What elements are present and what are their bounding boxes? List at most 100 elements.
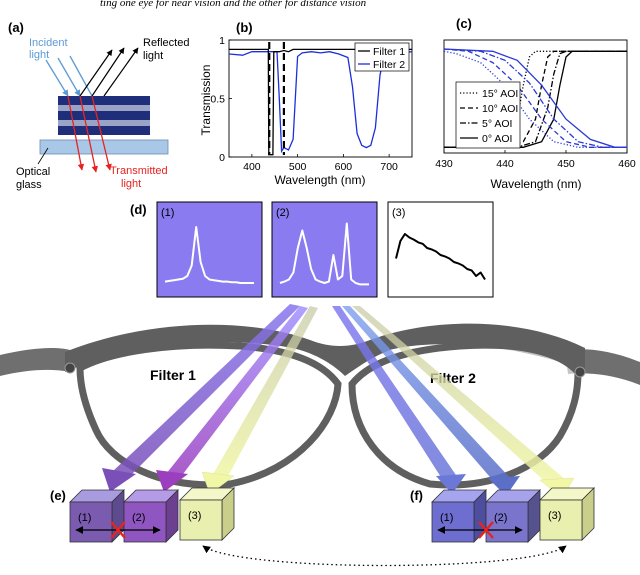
panel-e: (e) (1) (2) (3) — [50, 487, 235, 543]
panel-c-label: (c) — [456, 16, 472, 31]
aoi-line — [443, 48, 627, 148]
glasses-frame: Filter 1 Filter 2 — [0, 323, 640, 489]
incident-ray-1 — [45, 59, 69, 97]
x-mark-e — [110, 521, 126, 539]
reflected-label-1: Reflected — [143, 37, 189, 49]
arrowhead — [488, 476, 520, 496]
arrowhead — [436, 474, 466, 494]
cube-f2-label: (2) — [494, 512, 507, 524]
beam-right-2 — [342, 306, 512, 484]
cube-f3-label: (3) — [548, 510, 561, 522]
transmitted-ray-1 — [67, 95, 85, 171]
layer — [58, 96, 150, 105]
legend-filter2-label: Filter 2 — [373, 59, 405, 71]
legend-filter1-label: Filter 1 — [373, 46, 405, 58]
panel-d: (d) (1) (2) (3) — [130, 201, 494, 298]
plot-b-area: 400 500 600 700 0 0.5 1 — [210, 35, 413, 173]
spectrum-box-2 — [271, 201, 378, 298]
panel-f-label: (f) — [410, 488, 423, 503]
arrowhead — [102, 468, 136, 492]
y-tick-label: 0 — [219, 152, 225, 164]
spectrum-label-2: (2) — [276, 207, 289, 219]
x-tick-label: 400 — [243, 161, 261, 173]
cube-f3: (3) — [539, 487, 595, 541]
plot-c-frame — [443, 39, 628, 154]
reflected-label-2: light — [143, 50, 163, 62]
beam-right-3 — [352, 306, 566, 486]
cube-f1-label: (1) — [440, 512, 453, 524]
caption-fragment: ting one eye for near vision and the oth… — [100, 0, 367, 9]
layer — [58, 120, 150, 126]
glasses-frame-body — [65, 323, 585, 376]
cube-f1: (1) — [431, 489, 487, 543]
layer — [58, 126, 150, 135]
x-tick-label: 600 — [335, 161, 353, 173]
incident-label-1: Incident — [29, 37, 68, 49]
optical-label-2: glass — [16, 179, 42, 191]
panel-b-label: (b) — [236, 20, 253, 35]
panel-a-label: (a) — [8, 20, 24, 35]
plot-b-ylabel: Transmission — [199, 65, 213, 136]
spectrum-label-1: (1) — [161, 207, 174, 219]
spectrum-label-3: (3) — [392, 207, 405, 219]
beams — [102, 304, 575, 499]
aoi-line — [443, 48, 627, 148]
aoi-line — [443, 48, 627, 148]
cube-e2: (2) — [123, 489, 179, 543]
layer — [58, 111, 150, 120]
y-tick-label: 0.5 — [210, 94, 225, 106]
hinge-left — [64, 362, 76, 374]
layer — [58, 105, 150, 111]
spectrum-line-3 — [395, 233, 486, 281]
reflected-ray-3 — [103, 47, 139, 97]
plot-b-xlabel: Wavelength (nm) — [275, 173, 366, 187]
lens-left — [76, 341, 342, 489]
cube-e3: (3) — [179, 487, 235, 541]
x-tick-label: 430 — [435, 158, 453, 170]
x-tick-label: 450 — [557, 158, 575, 170]
x-tick-label: 460 — [618, 158, 636, 170]
legend-label: 10° AOI — [482, 103, 518, 115]
transmitted-label-2: light — [121, 178, 141, 190]
incident-ray-2 — [57, 57, 81, 97]
panel-a: (a) Incident light Reflected light Optic… — [8, 20, 189, 191]
plot-c-xlabel: Wavelength (nm) — [491, 177, 582, 191]
plot-b-legend — [354, 42, 410, 72]
arrowhead — [156, 470, 188, 492]
cube-e1-label: (1) — [78, 512, 91, 524]
incident-label-2: light — [29, 49, 49, 61]
aoi-line — [444, 50, 627, 148]
panel-f: (f) (1) (2) (3) — [410, 487, 595, 543]
panel-b: (b) 400 500 600 700 0 0.5 1 Transmission Wavel… — [199, 20, 413, 187]
beam-left-2 — [166, 306, 308, 478]
transmitted-ray-3 — [91, 95, 112, 171]
reflected-ray-1 — [79, 49, 113, 97]
legend-label: 5° AOI — [482, 118, 512, 130]
reflected-ray-2 — [91, 47, 125, 97]
y-tick-label: 1 — [219, 35, 225, 47]
hinge-right — [574, 366, 586, 378]
cube-e2-label: (2) — [132, 512, 145, 524]
optical-label-1: Optical — [16, 166, 50, 178]
x-tick-label: 700 — [380, 161, 398, 173]
aoi-line — [443, 50, 627, 148]
spectrum-line-1 — [164, 226, 254, 284]
spectra-lines — [164, 222, 486, 286]
filter1-label: Filter 1 — [150, 367, 196, 383]
legend-label: 0° AOI — [482, 133, 512, 145]
cube-f2: (2) — [485, 489, 541, 543]
x-tick-label: 500 — [289, 161, 307, 173]
optical-pointer — [37, 147, 49, 165]
glasses-temple-left — [0, 347, 70, 376]
incident-ray-3 — [69, 55, 93, 97]
x-mark-f — [478, 521, 494, 539]
spectrum-line-2 — [279, 222, 369, 286]
panel-e-label: (e) — [50, 488, 66, 503]
transmitted-label-1: Transmitted — [110, 165, 168, 177]
dotted-link — [202, 545, 567, 567]
spectrum-box-1 — [156, 201, 263, 298]
spectrum-box-3 — [387, 201, 494, 298]
